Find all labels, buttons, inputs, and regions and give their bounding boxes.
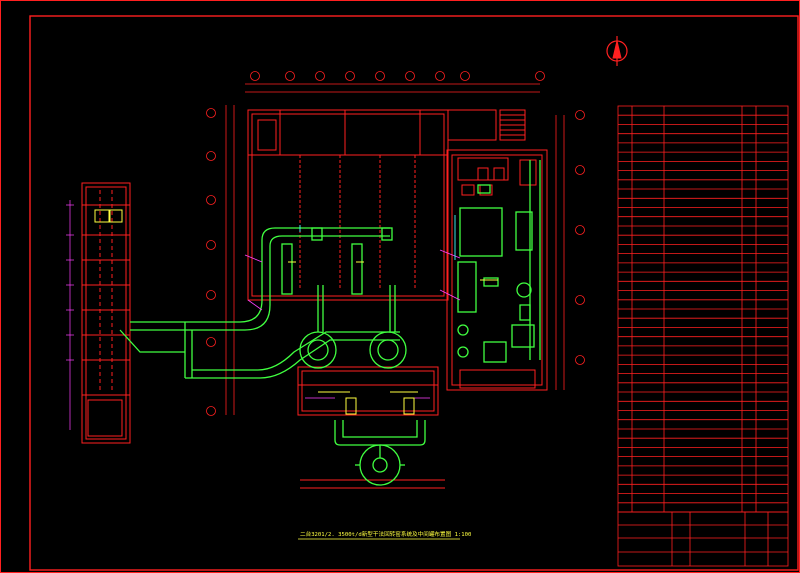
main-building — [247, 109, 526, 301]
axis-grid-left — [206, 105, 235, 416]
title-block — [617, 511, 789, 567]
equipment-schedule-table — [617, 105, 789, 513]
pipe-accent — [299, 215, 456, 260]
drawing-title: 二台3201/2. 3500t/d新型干法回转窑系统及中间罐布置图 1:100 — [300, 530, 471, 538]
axis-grid-right — [555, 110, 585, 390]
axis-grid-top — [245, 71, 545, 93]
north-arrow-icon — [606, 36, 628, 66]
tower-dimension-ticks — [66, 200, 74, 430]
auxiliary-building — [446, 149, 548, 391]
equipment-ducts — [119, 160, 541, 486]
lower-building — [297, 366, 445, 489]
tower-structure — [81, 182, 131, 444]
detail-highlights — [94, 209, 498, 415]
